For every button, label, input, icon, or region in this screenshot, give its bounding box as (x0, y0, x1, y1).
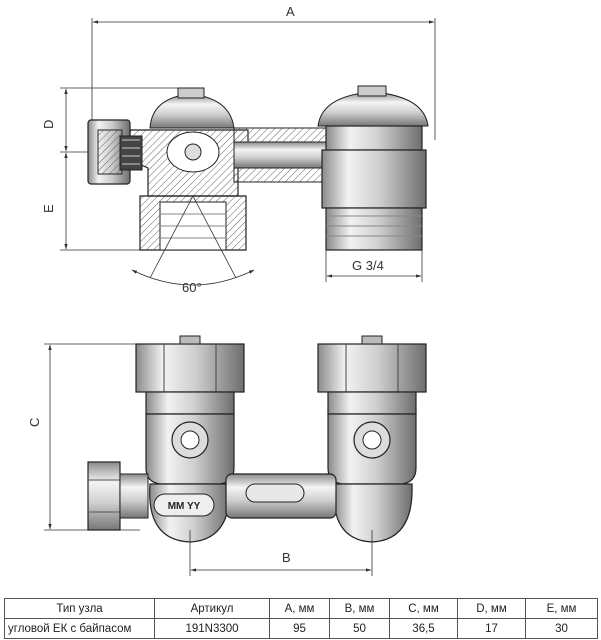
right-hex-nut (317, 335, 427, 393)
cell-b: 50 (329, 618, 390, 639)
dimension-angle: 60° (131, 195, 255, 295)
header-e: Е, мм (525, 598, 598, 619)
dimension-c-label: C (27, 418, 42, 427)
header-d: D, мм (457, 598, 526, 619)
dimension-e-label: E (41, 204, 56, 213)
header-node-type: Тип узла (4, 598, 155, 619)
top-view: A D E (41, 4, 436, 295)
dimension-a-label: A (286, 4, 295, 19)
left-valve-body (145, 391, 235, 485)
left-valve-section (129, 87, 249, 251)
header-a: А, мм (269, 598, 330, 619)
header-c: С, мм (389, 598, 458, 619)
right-valve-body (327, 391, 417, 485)
cell-article: 191N3300 (154, 618, 270, 639)
header-article: Артикул (154, 598, 270, 619)
header-b: В, мм (329, 598, 390, 619)
table-row: угловой ЕК с байпасом 191N3300 95 50 36,… (4, 618, 598, 639)
dimension-b-label: B (282, 550, 291, 565)
angle-label: 60° (182, 280, 202, 295)
cell-node-type: угловой ЕК с байпасом (4, 618, 155, 639)
bypass-bar: MM YY (153, 473, 337, 519)
cell-d: 17 (457, 618, 526, 639)
dimension-e: E (41, 152, 145, 251)
left-hex-nut (135, 335, 245, 393)
dimension-thread: G 3/4 (325, 250, 423, 282)
dimension-d-label: D (41, 120, 56, 129)
bypass-pipe (233, 127, 333, 183)
cell-c: 36,5 (389, 618, 458, 639)
table-header-row: Тип узла Артикул А, мм В, мм С, мм D, мм… (4, 598, 598, 619)
spec-table: Тип узла Артикул А, мм В, мм С, мм D, мм… (4, 598, 598, 639)
cell-a: 95 (269, 618, 330, 639)
left-union-nut (87, 119, 143, 185)
thread-label: G 3/4 (352, 258, 384, 273)
technical-drawing: A D E (27, 4, 436, 576)
cell-e: 30 (525, 618, 598, 639)
front-view: C (27, 335, 427, 576)
dimension-b: B (189, 530, 373, 576)
right-valve (317, 85, 429, 251)
brand-mark: MM YY (168, 501, 201, 512)
left-inlet-union (87, 461, 149, 531)
